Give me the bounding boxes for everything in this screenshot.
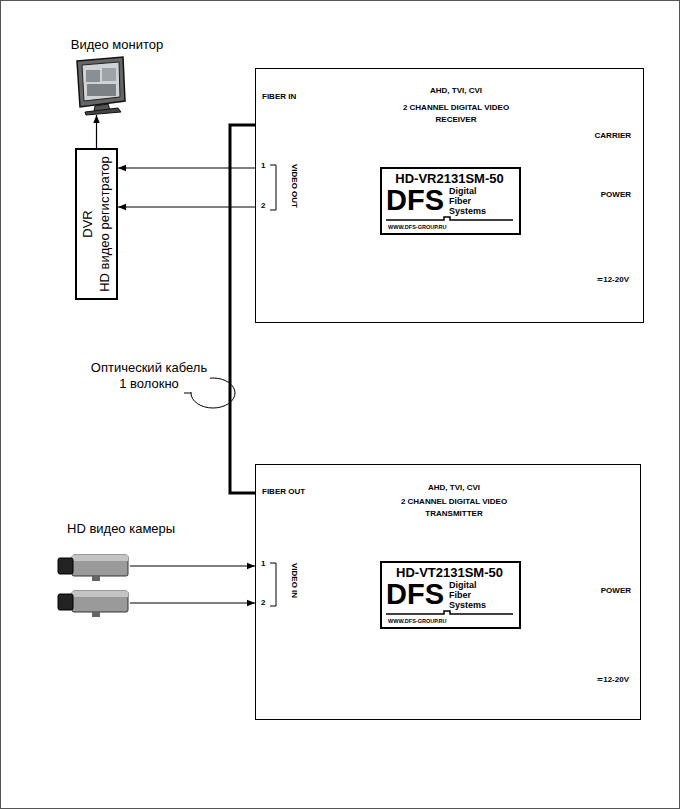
port-label: VIDEO OUT (289, 164, 298, 208)
cable-callout: Оптический кабель 1 волокно (88, 360, 210, 392)
signal-arrow (96, 115, 97, 148)
fiber-cable (230, 125, 255, 493)
pin-number: 2 (261, 599, 265, 608)
port-bracket (270, 563, 276, 606)
signal-arrow (118, 167, 255, 168)
logo-box: HD-VR2131SM-50DFSDigital Fiber SystemsWW… (380, 167, 521, 235)
pin-number: 2 (261, 202, 265, 211)
monitor-icon (77, 57, 125, 115)
signal-arrow (130, 565, 255, 566)
indicator-label: POWER (601, 191, 631, 200)
pin-number: 1 (261, 560, 265, 569)
node-text: DFS (386, 579, 444, 609)
dvr-box: DVRHD видео регистратор (75, 148, 118, 300)
signal-arrow (118, 206, 255, 207)
node-text: DFS (386, 185, 444, 215)
receiver-box: HD-VR2131SM-50DFSDigital Fiber SystemsWW… (255, 68, 644, 323)
node-text: 2 CHANNEL DIGITAL VIDEO TRANSMITTER (399, 496, 509, 520)
signal-arrow (130, 602, 255, 603)
logo-box: HD-VT2131SM-50DFSDigital Fiber SystemsWW… (380, 561, 521, 629)
node-heading: AHD, TVI, CVI (374, 483, 534, 492)
node-text: WWW.DFS-GROUP.RU (388, 618, 447, 624)
node-text: 2 CHANNEL DIGITAL VIDEO RECEIVER (401, 102, 511, 126)
rotated-text-frame: DVRHD видео регистратор (79, 150, 115, 298)
power-label: ≂12-20V (597, 276, 630, 285)
pin-number: 1 (261, 162, 265, 171)
port-label: FIBER IN (262, 93, 296, 102)
indicator-label: CARRIER (595, 132, 631, 141)
leader-line (184, 393, 191, 394)
node-heading: AHD, TVI, CVI (376, 86, 536, 95)
monitor-node: Видео монитор (62, 38, 176, 114)
node-heading: Видео монитор (62, 38, 172, 53)
transmitter-box: HD-VT2131SM-50DFSDigital Fiber SystemsWW… (255, 464, 641, 720)
camera-group: HD видео камеры (55, 522, 205, 620)
node-text: Digital Fiber Systems (449, 580, 493, 610)
port-label: FIBER OUT (262, 488, 305, 497)
node-heading: HD видео камеры (67, 522, 175, 537)
port-bracket (270, 165, 276, 210)
node-text: WWW.DFS-GROUP.RU (388, 224, 447, 230)
node-heading: DVR (79, 150, 96, 298)
port-label: VIDEO IN (289, 563, 298, 598)
camera-icon (58, 555, 128, 581)
node-text: HD видео регистратор (96, 150, 113, 298)
camera-icon (58, 591, 128, 617)
indicator-label: POWER (601, 587, 631, 596)
node-text: Digital Fiber Systems (449, 186, 493, 216)
power-label: ≂12-20V (597, 676, 630, 685)
